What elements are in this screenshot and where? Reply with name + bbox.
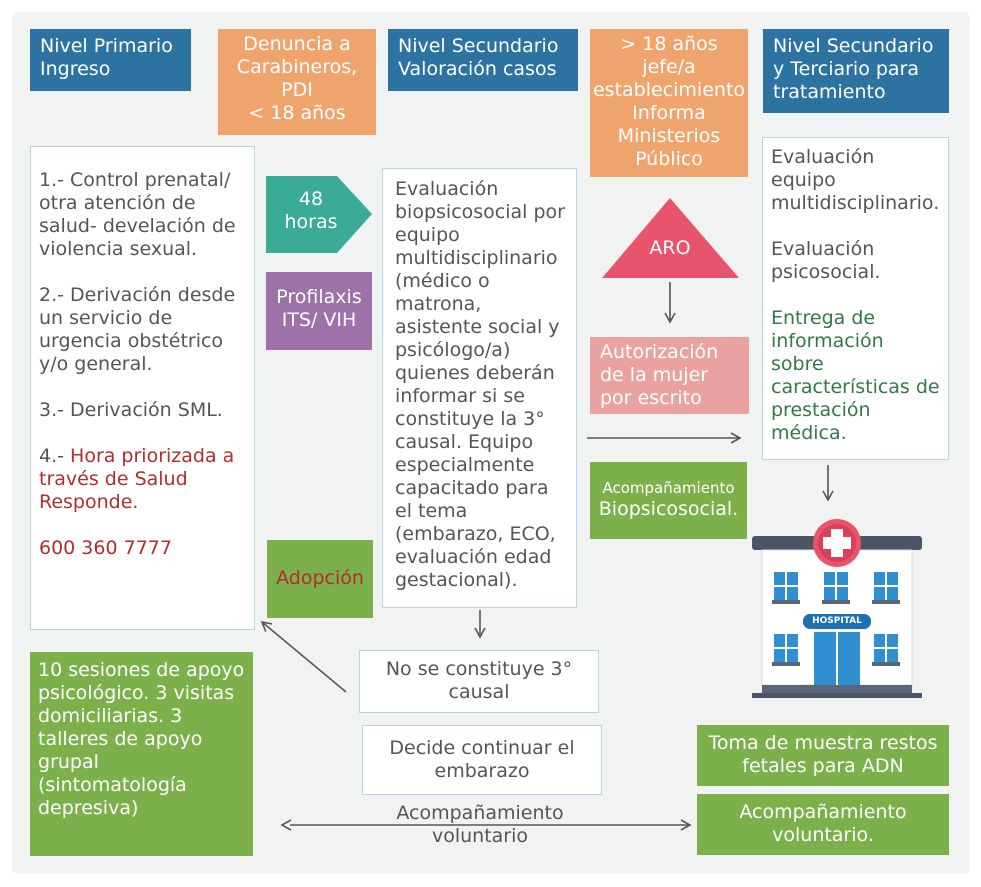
header-mayor-18: > 18 años jefe/a establecimiento Informa… <box>590 29 748 177</box>
profilaxis-box: Profilaxis ITS/ VIH <box>266 272 372 350</box>
tratamiento-p2: Evaluación psicosocial. <box>771 238 881 283</box>
ingreso-vias-box: 1.- Control prenatal/ otra atención de s… <box>30 146 255 630</box>
tratamiento-p1: Evaluación equipo multidisciplinario. <box>771 146 940 214</box>
mayor18-line-5: Ministerios <box>617 125 721 147</box>
via-3: 3.- Derivación SML. <box>39 399 223 421</box>
label-48: 48 <box>298 188 324 210</box>
mayor18-line-1: > 18 años <box>620 33 718 55</box>
mayor18-line-6: Público <box>635 148 703 170</box>
acompanamiento-voluntario-label: Acompañamiento voluntario <box>360 802 600 848</box>
header-denuncia: Denuncia a Carabineros, PDI < 18 años <box>218 29 376 135</box>
no-constituye-box: No se constituye 3° causal <box>359 650 599 713</box>
hospital-sign-label: HOSPITAL <box>812 616 862 626</box>
mayor18-line-4: Informa <box>632 102 706 124</box>
denuncia-line-2: Carabineros, <box>236 56 358 78</box>
salud-responde-phone: 600 360 7777 <box>39 537 172 559</box>
via-4-salud-responde: Hora priorizada a través de Salud Respon… <box>39 445 235 513</box>
header-nivel-terciario: Nivel Secundario y Terciario para tratam… <box>763 29 949 113</box>
mayor18-line-2: jefe/a <box>642 56 696 78</box>
via-4: 4.- Hora priorizada a través de Salud Re… <box>39 445 246 514</box>
via-1: 1.- Control prenatal/ otra atención de s… <box>39 169 236 260</box>
header-nivel-secundario: Nivel Secundario Valoración casos <box>388 29 578 91</box>
mayor18-line-3: establecimiento <box>592 79 746 101</box>
acomp-bio-line-2: Biopsicosocial. <box>598 498 739 520</box>
acomp-vol-line-2: voluntario <box>431 825 529 847</box>
via-4-prefix: 4.- <box>39 445 71 467</box>
aro-label: ARO <box>649 237 691 259</box>
header-nivel-primario: Nivel Primario Ingreso <box>30 29 191 91</box>
autorizacion-box: Autorización de la mujer por escrito <box>590 337 749 414</box>
acompanamiento-biopsicosocial-box: Acompañamiento Biopsicosocial. <box>590 462 747 539</box>
decide-continuar-box: Decide continuar el embarazo <box>362 725 602 795</box>
profilaxis-line-2: ITS/ VIH <box>281 309 357 331</box>
profilaxis-line-1: Profilaxis <box>276 286 362 308</box>
tratamiento-box: Evaluación equipo multidisciplinario. Ev… <box>762 137 949 460</box>
acomp-vol-line-1: Acompañamiento <box>396 802 564 824</box>
acompanamiento-voluntario-box: Acompañamiento voluntario. <box>697 794 949 855</box>
evaluacion-biopsicosocial-box: Evaluación biopsicosocial por equipo mul… <box>382 168 577 608</box>
label-horas: horas <box>284 211 338 233</box>
denuncia-line-3: PDI <box>281 79 313 101</box>
acomp-bio-line-1: Acompañamiento <box>602 479 735 497</box>
denuncia-line-1: Denuncia a <box>243 33 351 55</box>
tratamiento-p3: Entrega de información sobre característ… <box>771 307 940 444</box>
denuncia-line-4: < 18 años <box>248 102 346 124</box>
toma-muestra-box: Toma de muestra restos fetales para ADN <box>697 725 949 786</box>
sesiones-apoyo-box: 10 sesiones de apoyo psicológico. 3 visi… <box>30 652 253 856</box>
label-48-horas: 48 horas <box>266 188 356 234</box>
via-2: 2.- Derivación desde un servicio de urge… <box>39 284 236 375</box>
adopcion-box: Adopción <box>267 540 373 618</box>
